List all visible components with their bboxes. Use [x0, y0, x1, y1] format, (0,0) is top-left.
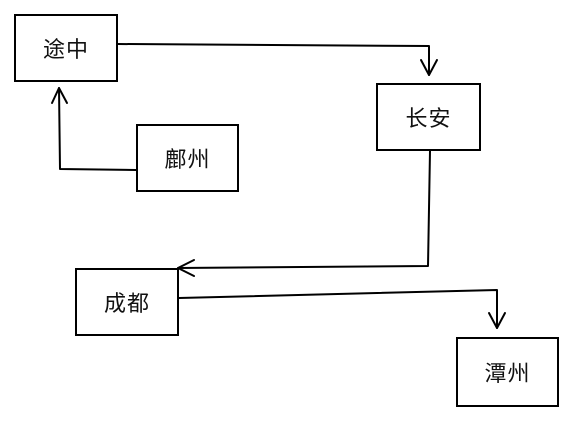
node-label: 长安	[405, 107, 452, 132]
edge-fuzhou-to-tuzhong	[51, 87, 137, 171]
node-tuzhong: 途中	[14, 14, 118, 82]
node-changan: 长安	[376, 83, 481, 151]
node-label: 途中	[42, 38, 89, 63]
node-chengdu: 成都	[75, 268, 179, 336]
node-label: 鄜州	[164, 148, 211, 173]
node-label: 潭州	[484, 362, 531, 387]
edge-chengdu-to-tanzhou	[178, 289, 506, 329]
arrowhead-down	[488, 312, 506, 329]
arrowhead-up	[51, 87, 68, 104]
node-tanzhou: 潭州	[456, 337, 559, 407]
arrowhead-down	[420, 59, 438, 76]
edge-tuzhong-to-changan	[117, 43, 438, 76]
node-label: 成都	[103, 292, 150, 317]
node-fuzhou: 鄜州	[136, 124, 239, 192]
